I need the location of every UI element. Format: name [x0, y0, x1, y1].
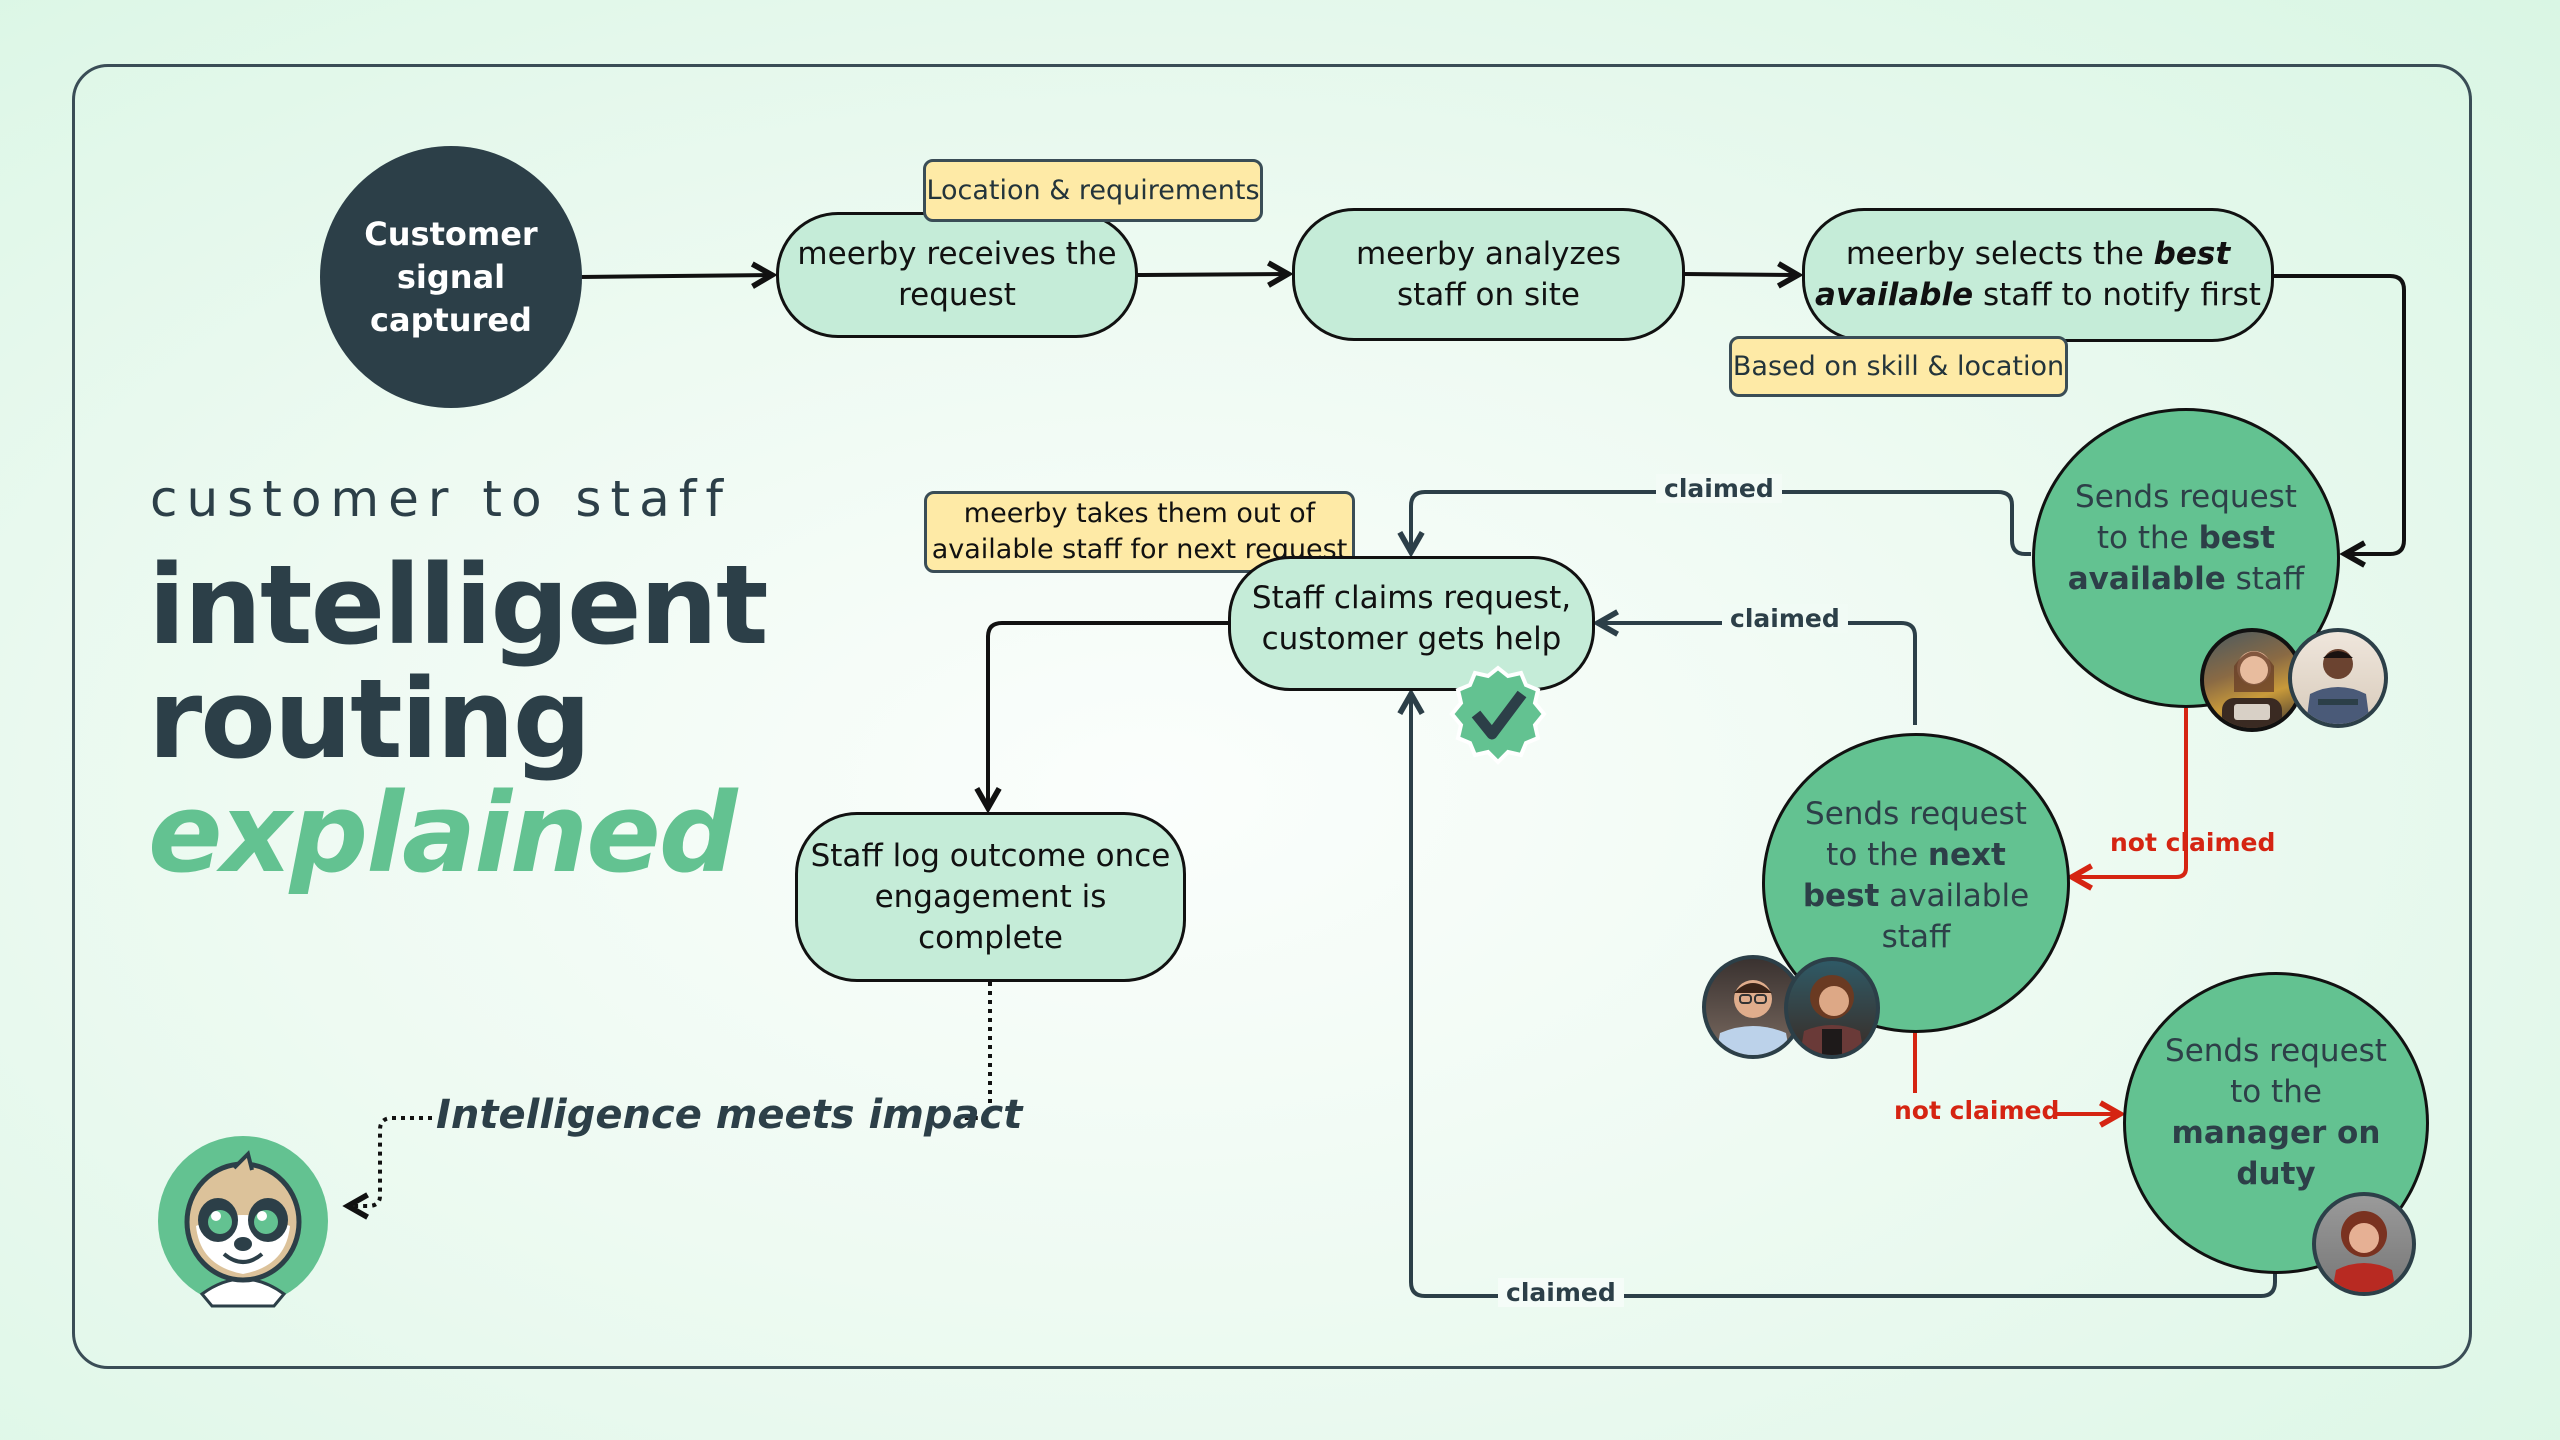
- node-text: Sends request: [2075, 478, 2297, 515]
- node-text: staff to notify first: [1973, 277, 2261, 313]
- node-analyzes-staff: meerby analyzes staff on site: [1292, 208, 1685, 341]
- person-icon: [1800, 975, 1864, 1055]
- node-text: Staff log outcome once: [810, 837, 1171, 874]
- edge-start-to-receives: [579, 275, 772, 277]
- node-text: Customer: [364, 214, 538, 253]
- edge-log-to-mascot: [955, 982, 992, 1120]
- node-text: Sends request: [1805, 796, 2027, 832]
- node-text-emphasis: best: [1802, 878, 1880, 914]
- node-text: to the: [1826, 837, 1928, 873]
- node-text: request: [898, 277, 1016, 313]
- node-text-emphasis: next: [1927, 837, 2006, 873]
- node-text: staff on site: [1397, 276, 1580, 313]
- node-text: Sends request: [2165, 1033, 2387, 1069]
- label-not-claimed-best: not claimed: [2110, 828, 2276, 857]
- note-takes-them-out: meerby takes them out of available staff…: [924, 491, 1355, 573]
- note-text: meerby takes them out of: [963, 498, 1316, 529]
- edge-selects-to-best: [2273, 274, 2406, 554]
- node-selects-best: meerby selects the best available staff …: [1802, 208, 2274, 342]
- edge-best-claimed: [1411, 490, 2031, 554]
- title-subtitle: customer to staff: [150, 470, 732, 528]
- node-text: meerby selects the: [1845, 236, 2154, 272]
- person-icon: [1716, 980, 1790, 1055]
- edge-receives-to-analyzes: [1136, 274, 1288, 275]
- tagline: Intelligence meets impact: [436, 1092, 1023, 1138]
- staff-avatar-man-plaid: [2288, 628, 2388, 728]
- node-text: meerby analyzes: [1355, 235, 1622, 272]
- node-text: customer gets help: [1261, 620, 1562, 657]
- title-line-routing: routing: [148, 655, 591, 783]
- node-text-emphasis: manager on: [2171, 1115, 2381, 1151]
- edge-best-not-claimed: [2072, 708, 2188, 877]
- edge-manager-claimed: [1411, 694, 2277, 1298]
- meerkat-mascot-icon: [158, 1136, 328, 1308]
- node-text: staff: [2225, 560, 2305, 597]
- node-text: to the: [2230, 1074, 2322, 1110]
- outer-frame: [72, 64, 2472, 1369]
- node-text: Staff claims request,: [1251, 579, 1572, 616]
- person-icon: [2306, 649, 2370, 724]
- node-text-emphasis: duty: [2236, 1156, 2316, 1192]
- staff-avatar-woman-curly: [1784, 957, 1880, 1059]
- edge-analyzes-to-selects: [1683, 274, 1798, 275]
- title-line-explained: explained: [148, 769, 738, 897]
- node-text: captured: [370, 300, 532, 339]
- title-line-intelligent: intelligent: [148, 541, 769, 669]
- edge-claims-to-log: [988, 621, 1228, 808]
- node-text: to the: [2096, 519, 2199, 556]
- node-text-emphasis: best: [2198, 519, 2276, 556]
- label-claimed-next: claimed: [1722, 604, 1848, 633]
- node-text: signal: [396, 257, 506, 296]
- label-claimed-manager: claimed: [1498, 1278, 1624, 1307]
- label-not-claimed-next: not claimed: [1894, 1096, 2060, 1125]
- node-text: engagement is complete: [874, 878, 1107, 956]
- staff-avatar-woman-glasses: [2200, 628, 2304, 732]
- node-text-emphasis: available: [1815, 277, 1974, 313]
- manager-avatar-woman-red: [2312, 1192, 2416, 1296]
- node-customer-signal: Customer signal captured: [320, 146, 582, 408]
- node-text-emphasis: best: [2153, 236, 2231, 272]
- node-text: meerby receives the: [797, 236, 1117, 272]
- node-text: staff: [1881, 919, 1951, 955]
- edge-tagline-to-mascot: [348, 1116, 432, 1206]
- edge-next-claimed: [1598, 623, 1917, 725]
- note-skill-location: Based on skill & location: [1729, 336, 2068, 397]
- person-icon: [2222, 651, 2282, 728]
- label-claimed-best: claimed: [1656, 474, 1782, 503]
- person-icon: [2332, 1211, 2396, 1292]
- node-text: available: [1879, 878, 2030, 914]
- node-log-outcome: Staff log outcome once engagement is com…: [795, 812, 1186, 982]
- node-text-emphasis: available: [2067, 560, 2226, 597]
- node-receives-request: meerby receives the request: [776, 212, 1138, 338]
- note-location-requirements: Location & requirements: [923, 159, 1263, 222]
- check-badge-icon: [1449, 665, 1547, 765]
